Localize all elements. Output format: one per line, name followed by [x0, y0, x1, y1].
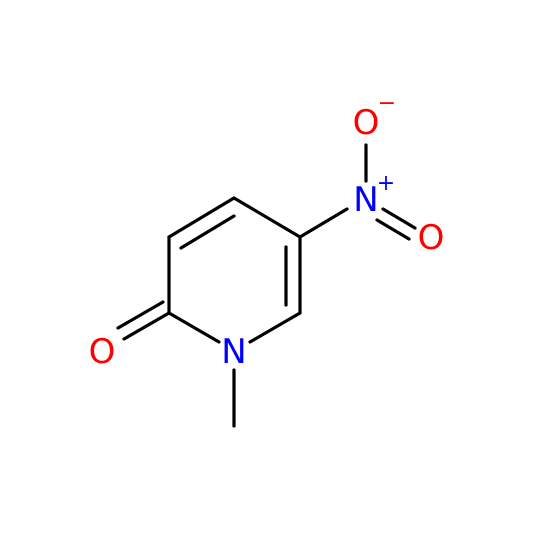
ring-nitrogen-label: N: [221, 332, 246, 372]
nitro-oxygen-top-charge: −: [378, 91, 396, 116]
bond-c2-o-second: [116, 300, 165, 330]
bond-c6-n1: [248, 311, 302, 344]
bond-nitro-o-right: [381, 207, 417, 230]
nitro-oxygen-right-label: O: [418, 218, 445, 258]
bond-c3-c4: [167, 196, 236, 239]
nitro-nitrogen-charge: +: [377, 171, 395, 196]
bond-n1-c2: [167, 311, 221, 344]
nitro-nitrogen-label: N: [353, 180, 378, 220]
carbonyl-oxygen-label: O: [89, 332, 116, 372]
bonds: [116, 143, 417, 428]
bond-c5-nitro: [298, 207, 349, 239]
bond-nitro-o-right-second: [375, 218, 411, 241]
bond-c2-o: [122, 311, 171, 341]
nitro-oxygen-top-label: O: [353, 103, 380, 143]
bond-c4-c5: [232, 196, 302, 239]
bond-c3-c4-inner: [179, 214, 236, 250]
atom-labels: N O N + O − O: [89, 91, 445, 372]
